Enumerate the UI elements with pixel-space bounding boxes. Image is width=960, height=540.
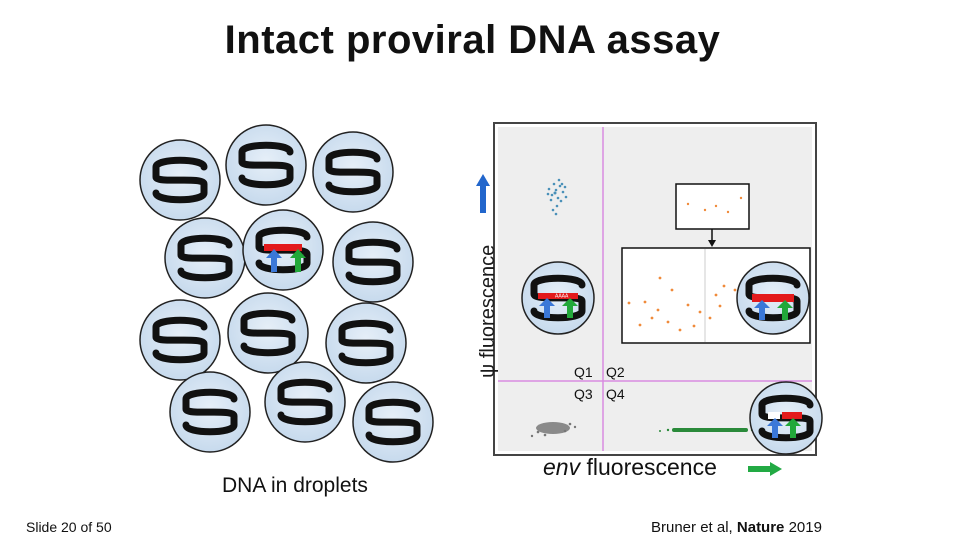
droplet-grid [139, 124, 434, 463]
psi-probe-arrow-icon [754, 300, 770, 320]
target-sequence-bar [752, 294, 794, 302]
droplet [225, 124, 307, 206]
env-probe-arrow-icon [290, 249, 306, 272]
env-probe-arrow-icon [785, 418, 801, 438]
env-probe-arrow-icon [777, 300, 793, 320]
droplet [164, 217, 246, 299]
psi-probe-arrow-icon [767, 418, 783, 438]
slide-number: Slide 20 of 50 [26, 519, 112, 535]
droplets-caption: DNA in droplets [222, 474, 368, 497]
droplet [139, 299, 221, 381]
quadrant-label-q2: Q2 [606, 364, 625, 380]
droplet-env-positive [749, 381, 823, 455]
droplet [352, 381, 434, 463]
target-sequence-bar [782, 412, 802, 419]
citation-authors: Bruner et al, [651, 519, 737, 536]
q3-droplet-cluster [530, 422, 577, 438]
citation-journal: Nature [736, 519, 785, 536]
x-axis-label-rest: fluorescence [580, 454, 717, 480]
x-axis-label-gene: env [543, 454, 581, 480]
droplet [332, 221, 414, 303]
zoom-arrow-icon [708, 240, 716, 247]
y-axis-label: ψ fluorescence [477, 244, 499, 378]
quadrant-label-q1: Q1 [574, 364, 593, 380]
droplet [169, 371, 251, 453]
probe-label: AAAA [555, 294, 569, 300]
target-sequence-bar [264, 244, 302, 251]
env-probe-arrow-icon [562, 298, 578, 318]
quadrant-label-q3: Q3 [574, 386, 593, 402]
droplet-psi-positive: AAAA [521, 261, 595, 335]
slide-title: Intact proviral DNA assay [224, 18, 721, 62]
citation: Bruner et al, Nature 2019 [651, 519, 822, 536]
droplet [312, 131, 394, 213]
citation-year: 2019 [784, 519, 822, 536]
fluorescence-plot: AAAA [493, 122, 823, 456]
q4-droplet-cluster [659, 428, 754, 432]
psi-probe-arrow-icon [539, 298, 555, 318]
q1-droplet-cluster [546, 178, 568, 216]
droplet [139, 139, 221, 221]
psi-probe-arrow-icon [266, 249, 282, 272]
zoom-region-box [675, 183, 750, 230]
x-axis-label: env fluorescence [543, 454, 717, 481]
droplet-double-positive [736, 261, 810, 335]
quadrant-label-q4: Q4 [606, 386, 625, 402]
droplet [264, 361, 346, 443]
droplet [325, 302, 407, 384]
droplet-intact-provirus [242, 209, 324, 291]
x-axis-arrow-icon [748, 462, 782, 476]
droplet [227, 292, 309, 374]
y-axis-arrow-icon [476, 174, 490, 213]
